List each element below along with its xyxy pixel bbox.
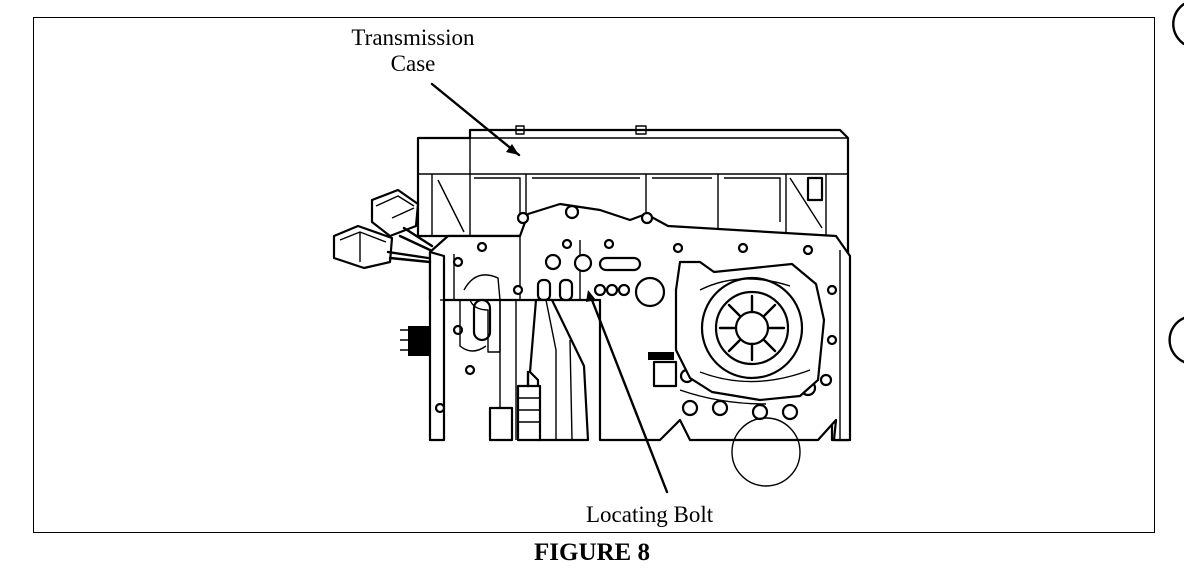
binder-hole-top — [1172, 2, 1184, 46]
figure-caption: FIGURE 8 — [534, 539, 650, 566]
transmission-case-label-line1: Transmission — [351, 25, 475, 50]
transmission-case-label-line2: Case — [390, 51, 436, 76]
transmission-case-label: Transmission Case — [323, 25, 503, 77]
figure-frame — [33, 17, 1155, 533]
wiring-connectors — [332, 188, 434, 356]
pump-assembly — [648, 260, 826, 487]
leader-line-transmission-case — [430, 82, 521, 157]
locating-bolt-label: Locating Bolt — [586, 502, 714, 527]
leader-line-locating-bolt — [590, 298, 669, 494]
leader-arrow-transmission-case — [506, 144, 519, 155]
leader-arrow-locating-bolt — [586, 290, 596, 302]
lower-valves — [488, 298, 590, 442]
binder-hole-bottom — [1168, 316, 1184, 364]
